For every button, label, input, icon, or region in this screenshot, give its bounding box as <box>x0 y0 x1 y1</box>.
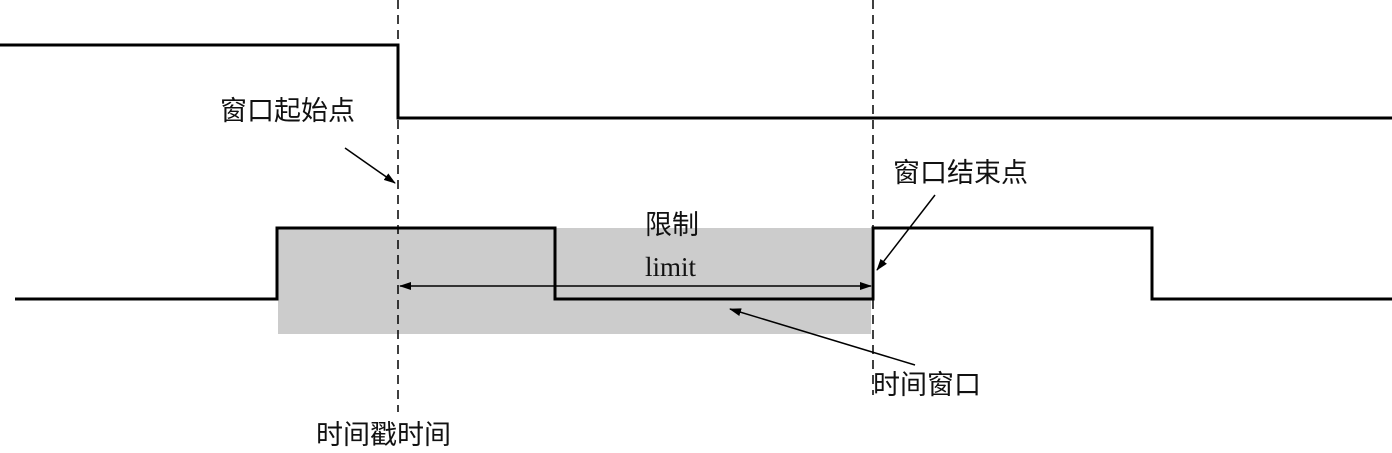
bottom-signal <box>15 226 1392 301</box>
limit-cn-label: 限制 <box>645 210 699 241</box>
timestamp-time-label: 时间戳时间 <box>316 420 451 451</box>
time-window-shade <box>278 228 871 334</box>
limit-en-label: limit <box>645 252 697 282</box>
time-window-label: 时间窗口 <box>873 370 981 401</box>
window-end-label: 窗口结束点 <box>893 158 1028 189</box>
window-end-arrow <box>876 194 936 271</box>
window-start-label: 窗口起始点 <box>220 96 355 127</box>
top-signal <box>0 43 1392 120</box>
window-start-arrow <box>344 147 396 184</box>
time-window-arrow <box>729 308 916 366</box>
